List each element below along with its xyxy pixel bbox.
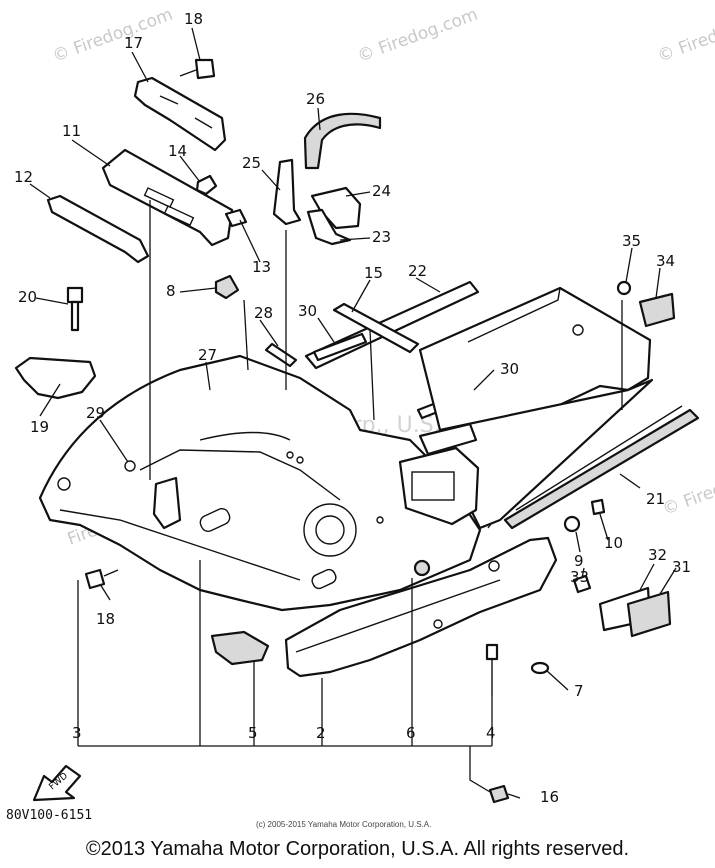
callout-labels: 18 17 11 12 14 13 26 25 24 23 8 20 19 28… (14, 10, 691, 806)
callout-3: 3 (72, 724, 82, 742)
part-11-plate (101, 148, 234, 247)
part-14-nut (195, 174, 218, 196)
callout-8: 8 (166, 282, 176, 300)
diagram-code: 80V100-6151 (6, 808, 93, 823)
callout-30: 30 (298, 302, 317, 320)
part-19-guard (14, 356, 97, 400)
part-6-grommet (413, 559, 431, 577)
callout-12: 12 (14, 168, 33, 186)
footer-copyright: ©2013 Yamaha Motor Corporation, U.S.A. A… (85, 838, 630, 860)
callout-10: 10 (604, 534, 623, 552)
callout-19: 19 (30, 418, 49, 436)
callout-11: 11 (62, 122, 81, 140)
main-frame (38, 286, 654, 612)
callout-23: 23 (372, 228, 391, 246)
callout-28: 28 (254, 304, 273, 322)
fwd-arrow: FWD (32, 764, 82, 802)
part-35-grommet (616, 280, 632, 296)
part-12-bar (46, 194, 150, 264)
part-4-stud (485, 643, 499, 696)
callout-18-lower: 18 (96, 610, 115, 628)
callout-24: 24 (372, 182, 391, 200)
part-17-bracket (133, 76, 227, 152)
callout-5: 5 (248, 724, 258, 742)
callout-29: 29 (86, 404, 105, 422)
part-5-guard (210, 630, 270, 666)
callout-21: 21 (646, 490, 665, 508)
callout-4: 4 (486, 724, 496, 742)
callout-25: 25 (242, 154, 261, 172)
part-25-bracket (272, 158, 302, 226)
callout-34: 34 (656, 252, 675, 270)
callout-35: 35 (622, 232, 641, 250)
callout-13: 13 (252, 258, 271, 276)
part-8-grommet (214, 274, 240, 300)
part-7-plug (530, 661, 550, 675)
callout-27: 27 (198, 346, 217, 364)
callout-14: 14 (168, 142, 187, 160)
callout-20: 20 (18, 288, 37, 306)
part-18-bolt (179, 58, 216, 80)
callout-22: 22 (408, 262, 427, 280)
callout-17: 17 (124, 34, 143, 52)
callout-16: 16 (540, 788, 559, 806)
watermark-firedog: © Firedog.com (50, 5, 176, 67)
part-2-belly-pan (284, 536, 558, 678)
callout-31: 31 (672, 558, 691, 576)
part-15-bar (332, 302, 420, 354)
callout-15: 15 (364, 264, 383, 282)
part-26-handle (303, 112, 382, 170)
part-23-block (306, 208, 352, 246)
callout-26: 26 (306, 90, 325, 108)
callout-9: 9 (574, 552, 584, 570)
part-16-plug (488, 784, 510, 804)
part-9-grommet (563, 515, 581, 533)
watermark-firedog: © Firedog.com (660, 458, 715, 520)
leader-lines (29, 27, 677, 799)
part-18-lower-bolt (84, 568, 119, 590)
callout-30-b: 30 (500, 360, 519, 378)
callout-32: 32 (648, 546, 667, 564)
part-30-bar-a (312, 332, 368, 362)
callout-6: 6 (406, 724, 416, 742)
callout-2: 2 (316, 724, 326, 742)
part-10-screw (590, 498, 606, 516)
part-21-side-rail (503, 408, 700, 530)
callout-7: 7 (574, 682, 584, 700)
part-20-bolt (66, 286, 84, 332)
callout-18: 18 (184, 10, 203, 28)
watermark-firedog: © Firedog.com (655, 5, 715, 67)
part-34-reflector (638, 292, 676, 328)
callout-33: 33 (570, 568, 589, 586)
watermark-firedog: © Firedog.com (355, 5, 481, 67)
part-28-bar (264, 342, 298, 368)
part-31-reflector (626, 590, 672, 638)
small-copyright: (c) 2005-2015 Yamaha Motor Corporation, … (256, 820, 432, 829)
